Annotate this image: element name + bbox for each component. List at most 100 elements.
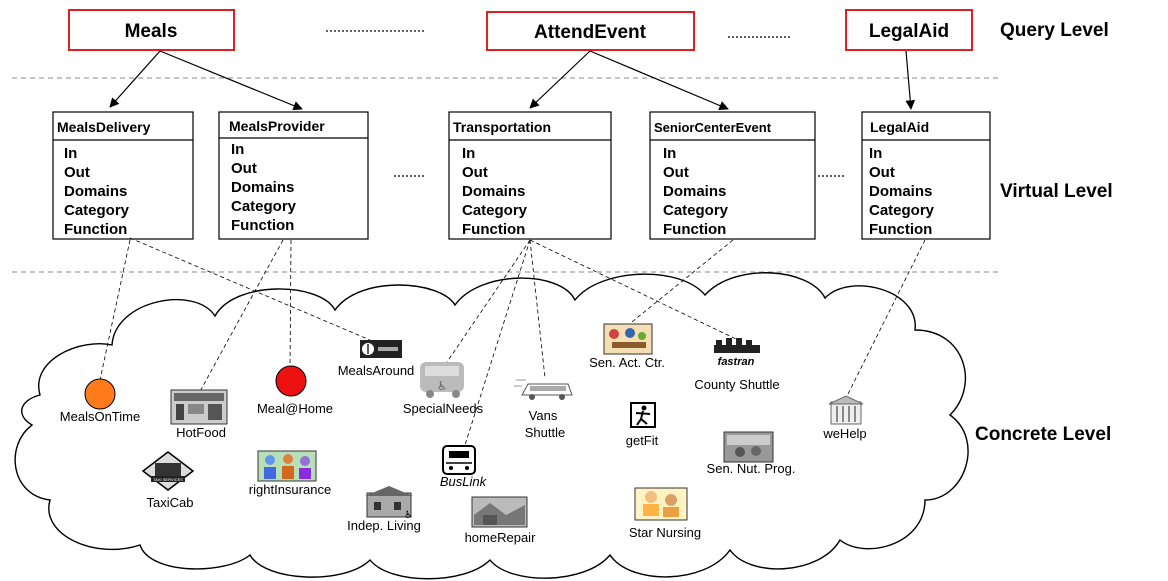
query-node-legal-aid-label: LegalAid [869, 21, 949, 42]
service-label: MealsOnTime [60, 409, 140, 424]
service-vans-shuttle[interactable]: Vans Shuttle [514, 379, 573, 440]
house-icon: ♿ [365, 486, 413, 521]
service-label: Meal@Home [257, 401, 333, 416]
arrow-legalaid-to-legalaid [905, 50, 916, 110]
field-domains: Domains [663, 183, 726, 200]
virtual-level-label: Virtual Level [1000, 181, 1113, 202]
service-we-help[interactable]: weHelp [822, 395, 867, 441]
meals-around-icon [360, 340, 402, 358]
service-get-fit[interactable]: getFit [626, 402, 659, 448]
field-in: In [231, 141, 244, 158]
service-label: Sen. Nut. Prog. [707, 461, 796, 476]
arrow-attendevent-to-seniorcenterevent [589, 50, 729, 111]
service-label: TaxiCab [147, 495, 194, 510]
field-category: Category [64, 202, 130, 219]
service-home-repair[interactable]: homeRepair [465, 496, 536, 545]
van-icon [514, 379, 573, 400]
meals-on-time-marker [84, 378, 116, 410]
field-function: Function [462, 221, 525, 238]
query-node-meals[interactable]: Meals [68, 9, 235, 51]
fitness-icon [630, 402, 656, 428]
field-domains: Domains [64, 183, 127, 200]
field-category: Category [869, 202, 935, 219]
service-label: MealsAround [338, 363, 415, 378]
insurance-people-icon [257, 450, 317, 482]
service-label: Indep. Living [347, 518, 421, 533]
nutrition-photo-icon [723, 431, 774, 463]
virtual-node-senior-center-event[interactable]: SeniorCenterEvent In Out Domains Categor… [649, 111, 816, 240]
field-in: In [663, 145, 676, 162]
query-node-attend-event[interactable]: AttendEvent [486, 11, 695, 51]
fastran-logo-icon: fastran [714, 338, 760, 368]
query-node-legal-aid[interactable]: LegalAid [845, 9, 973, 51]
service-meals-around[interactable]: MealsAround [338, 340, 415, 378]
activity-center-icon [603, 323, 653, 355]
service-meals-on-time[interactable]: MealsOnTime [60, 378, 140, 424]
field-category: Category [462, 202, 528, 219]
field-domains: Domains [231, 179, 294, 196]
service-special-needs[interactable]: ♿ SpecialNeeds [403, 362, 484, 416]
field-domains: Domains [462, 183, 525, 200]
virtual-node-title: MealsDelivery [57, 119, 151, 135]
virtual-node-meals-delivery[interactable]: MealsDelivery In Out Domains Category Fu… [52, 111, 194, 240]
field-function: Function [663, 221, 726, 238]
taxi-logo-icon: TAXI SERVICES [141, 451, 195, 491]
query-node-meals-label: Meals [125, 21, 178, 42]
service-label: Star Nursing [629, 525, 701, 540]
virtual-node-meals-provider[interactable]: MealsProvider In Out Domains Category Fu… [218, 111, 369, 240]
field-in: In [462, 145, 475, 162]
field-out: Out [663, 164, 689, 181]
virtual-node-transportation[interactable]: Transportation In Out Domains Category F… [448, 111, 612, 240]
service-county-shuttle[interactable]: fastran County Shuttle [694, 338, 780, 392]
service-right-insurance[interactable]: rightInsurance [249, 450, 331, 497]
service-label: BusLink [440, 474, 488, 489]
svg-text:♿: ♿ [437, 379, 448, 393]
service-hot-food[interactable]: HotFood [170, 389, 228, 440]
field-out: Out [462, 164, 488, 181]
service-sen-nut-prog[interactable]: Sen. Nut. Prog. [707, 431, 796, 476]
service-taxi-cab[interactable]: TAXI SERVICES TaxiCab [141, 451, 195, 510]
service-sen-act-ctr[interactable]: Sen. Act. Ctr. [589, 323, 665, 370]
service-star-nursing[interactable]: Star Nursing [629, 487, 701, 540]
virtual-node-title: MealsProvider [229, 118, 325, 134]
service-label-line1: Vans [529, 408, 558, 423]
service-label: getFit [626, 433, 659, 448]
mapping-lines [99, 237, 926, 446]
service-indep-living[interactable]: ♿ Indep. Living [347, 486, 421, 533]
taxi-logo-text: TAXI SERVICES [153, 477, 183, 482]
service-label: HotFood [176, 425, 226, 440]
fastran-logo-text: fastran [718, 356, 755, 368]
service-label: rightInsurance [249, 482, 331, 497]
field-function: Function [64, 221, 127, 238]
virtual-node-title: SeniorCenterEvent [654, 120, 772, 135]
arrow-meals-to-mealsprovider [159, 50, 303, 111]
virtual-node-legal-aid[interactable]: LegalAid In Out Domains Category Functio… [861, 111, 991, 240]
field-out: Out [231, 160, 257, 177]
service-meal-at-home[interactable]: Meal@Home [257, 365, 333, 416]
query-level-label: Query Level [1000, 20, 1109, 41]
concrete-level-label: Concrete Level [975, 424, 1111, 445]
field-in: In [869, 145, 882, 162]
arrow-attendevent-to-transportation [529, 50, 591, 109]
hot-food-icon [170, 389, 228, 425]
courthouse-icon [828, 395, 864, 425]
field-function: Function [869, 221, 932, 238]
nursing-icon [634, 487, 688, 521]
virtual-node-title: LegalAid [870, 119, 929, 135]
arrow-meals-to-mealsdelivery [109, 50, 161, 108]
field-category: Category [663, 202, 729, 219]
service-bus-link[interactable]: BusLink [440, 445, 488, 489]
bus-icon [442, 445, 476, 475]
field-function: Function [231, 217, 294, 234]
service-label: homeRepair [465, 530, 536, 545]
service-label: Sen. Act. Ctr. [589, 355, 665, 370]
field-out: Out [64, 164, 90, 181]
service-label-line2: Shuttle [525, 425, 565, 440]
service-label: SpecialNeeds [403, 401, 484, 416]
field-in: In [64, 145, 77, 162]
meal-at-home-marker [275, 365, 307, 397]
field-category: Category [231, 198, 297, 215]
repair-photo-icon [471, 496, 528, 528]
service-label: County Shuttle [694, 377, 779, 392]
field-domains: Domains [869, 183, 932, 200]
